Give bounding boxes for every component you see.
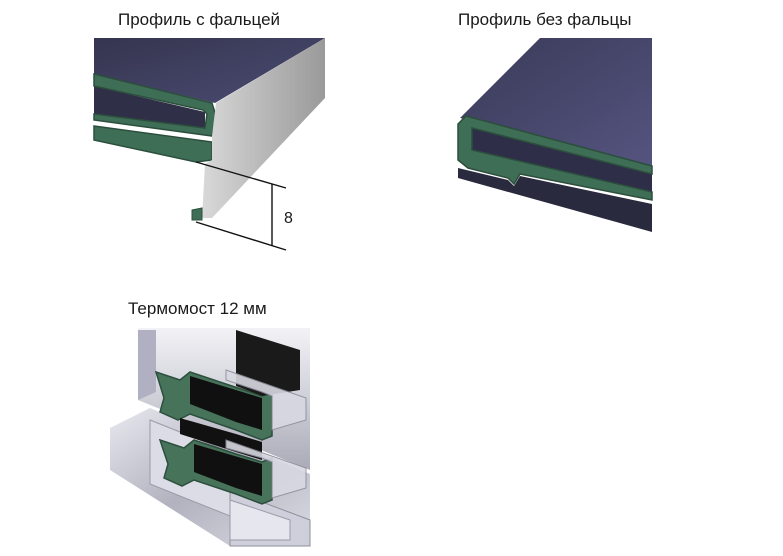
profile-with-rebate: 8 (93, 38, 325, 251)
profile-bottom-face-2 (458, 168, 652, 232)
profile-top-face-2 (460, 38, 652, 168)
dimension-line-bottom (195, 221, 287, 251)
thermal-void-top (190, 376, 262, 430)
thermal-void-bottom (194, 444, 262, 496)
thermal-front-rail-bottom (225, 439, 307, 499)
profile-cross-section (93, 73, 217, 137)
dimension-line-top (195, 161, 287, 189)
dimension-value: 8 (284, 210, 293, 227)
caption-thermal-break: Термомост 12 мм (128, 299, 267, 318)
profile-cross-section-2 (457, 115, 653, 201)
profile-lower-section (93, 125, 213, 163)
caption-profile-with-rebate: Профиль с фальцей (118, 10, 281, 29)
thermal-front-lip (229, 499, 291, 541)
thermal-break (110, 328, 311, 547)
profile-cavity-2 (470, 128, 652, 192)
profile-top-face (94, 38, 325, 103)
profile-without-rebate (457, 38, 653, 232)
thermal-front-rail-top (225, 369, 307, 431)
caption-profile-without-rebate: Профиль без фальцы (458, 10, 632, 29)
thermal-left-post (138, 330, 156, 400)
profile-rebate-tip (191, 207, 203, 221)
